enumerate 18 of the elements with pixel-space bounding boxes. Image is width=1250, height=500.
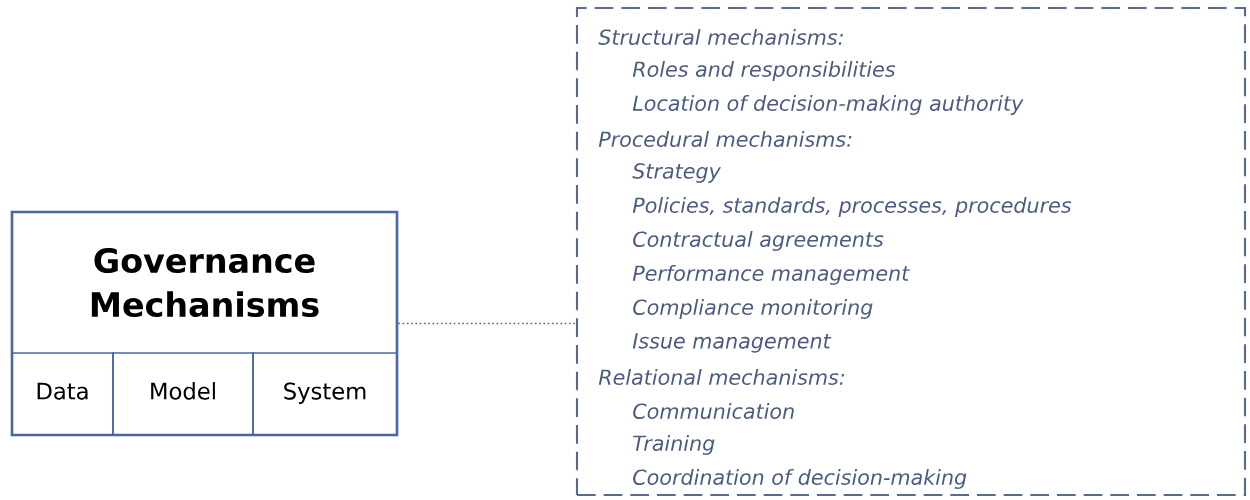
list-item: Issue management — [632, 333, 832, 353]
list-heading: Procedural mechanisms: — [598, 131, 852, 147]
list-item: Communication — [633, 403, 794, 419]
table-cell: Model — [112, 352, 254, 436]
list-item: Performance management — [632, 265, 910, 285]
list-item: Location of decision-making authority — [632, 95, 1024, 115]
table-cell: Data — [11, 352, 114, 436]
connector-line — [397, 322, 577, 325]
list-item: Contractual agreements — [633, 231, 884, 251]
list-item: Roles and responsibilities — [632, 61, 896, 81]
list-item: Policies, standards, processes, procedures — [632, 197, 1072, 217]
list-heading: Structural mechanisms: — [598, 29, 843, 45]
list-heading: Relational mechanisms: — [598, 369, 845, 385]
list-item: Training — [633, 435, 715, 455]
list-item: Coordination of decision-making — [633, 469, 967, 489]
table-cell: System — [252, 352, 398, 436]
list-item: Compliance monitoring — [633, 299, 873, 319]
list-item: Strategy — [632, 163, 722, 183]
